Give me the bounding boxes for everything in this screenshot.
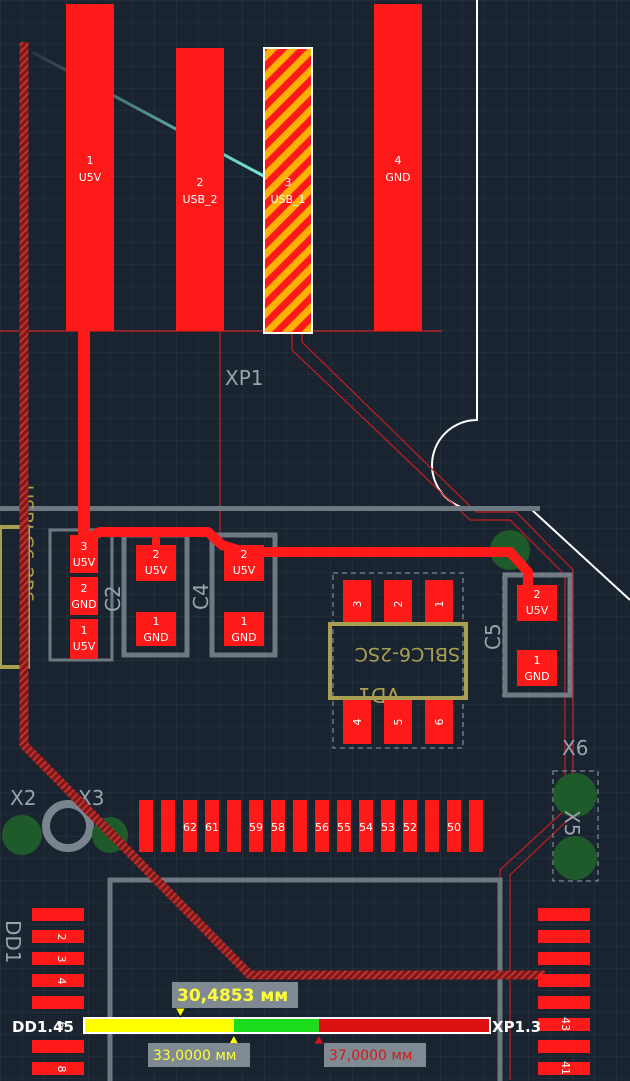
- vd1-pad-6: 6: [433, 719, 446, 726]
- label-part-vd1: SBLC6-2SC: [355, 643, 460, 665]
- c3-pad-1-net: GND: [231, 631, 256, 644]
- component-c2[interactable]: 3 U5V 2 GND 1 U5V: [70, 535, 98, 659]
- c2-pad-1-num: 1: [81, 624, 88, 637]
- xp1-pad-4-num: 4: [395, 154, 402, 167]
- c4-pad-1-num: 1: [153, 615, 160, 628]
- xp1-pad-3-selected[interactable]: [263, 47, 313, 334]
- pin-56: 56: [315, 821, 329, 834]
- c5-pad-2[interactable]: [517, 585, 557, 621]
- pin-50: 50: [447, 821, 461, 834]
- c2-pad-2-net: GND: [71, 598, 96, 611]
- c3-pad-1[interactable]: [224, 612, 264, 646]
- pin-8: 8: [55, 1066, 68, 1073]
- pin-53: 53: [381, 821, 395, 834]
- label-c5: C5: [481, 623, 505, 650]
- component-c4[interactable]: 2 U5V 1 GND: [136, 545, 176, 646]
- pin-59: 59: [249, 821, 263, 834]
- meter-bar-long: [318, 1019, 489, 1032]
- c3-pad-2-num: 2: [241, 548, 248, 561]
- max-marker: [313, 1033, 325, 1045]
- xp1-pad-4[interactable]: [374, 4, 422, 331]
- pin-55: 55: [337, 821, 351, 834]
- pin-54: 54: [359, 821, 373, 834]
- c4-pad-1[interactable]: [136, 612, 176, 646]
- c2-pad-2[interactable]: [70, 577, 98, 615]
- label-x5: X5: [560, 810, 584, 836]
- pin-4: 4: [55, 978, 68, 985]
- c3-pad-2-net: U5V: [233, 564, 256, 577]
- c2-pad-1[interactable]: [70, 619, 98, 659]
- c5-pad-1[interactable]: [517, 650, 557, 686]
- meter-bar-ok: [233, 1019, 319, 1032]
- pin-2: 2: [55, 934, 68, 941]
- label-x6: X6: [562, 736, 588, 760]
- current-length-value: 30,4853 мм: [177, 986, 288, 1006]
- c5-pad-1-num: 1: [534, 654, 541, 667]
- meter-to-label: XP1.3: [492, 1018, 541, 1036]
- pin-52: 52: [403, 821, 417, 834]
- ic-right-pin-labels: 43 41: [559, 1017, 572, 1075]
- label-c2: C2: [101, 585, 125, 612]
- pin-43: 43: [559, 1017, 572, 1031]
- min-length-value: 33,0000 мм: [153, 1048, 236, 1064]
- vd1-pad-4: 4: [351, 719, 364, 726]
- xp1-pad-2-net: USB_2: [182, 193, 217, 206]
- label-xp1: XP1: [225, 366, 264, 390]
- xp1-pad-1[interactable]: [66, 4, 114, 331]
- label-x2: X2: [10, 786, 36, 810]
- c4-pad-1-net: GND: [143, 631, 168, 644]
- c4-pad-2[interactable]: [136, 545, 176, 581]
- c3-pad-2[interactable]: [224, 545, 264, 581]
- c2-pad-3-net: U5V: [73, 556, 96, 569]
- max-length-value: 37,0000 мм: [329, 1048, 412, 1064]
- meter-from-label: DD1.45: [12, 1018, 74, 1036]
- c3-pad-1-num: 1: [241, 615, 248, 628]
- pin-41: 41: [559, 1061, 572, 1075]
- xp1-pad-1-num: 1: [87, 154, 94, 167]
- c2-pad-1-net: U5V: [73, 640, 96, 653]
- label-c4: C4: [189, 583, 213, 610]
- vd1-pad-3: 3: [351, 601, 364, 608]
- vd1-pad-2: 2: [392, 601, 405, 608]
- c2-pad-3[interactable]: [70, 535, 98, 573]
- ic-left-pins[interactable]: [32, 908, 84, 1075]
- c4-pad-2-net: U5V: [145, 564, 168, 577]
- vd1-pad-5: 5: [392, 719, 405, 726]
- xp1-pad-2-num: 2: [197, 176, 204, 189]
- component-c3[interactable]: 2 U5V 1 GND: [224, 545, 264, 646]
- c5-pad-2-num: 2: [534, 588, 541, 601]
- pin-61: 61: [205, 821, 219, 834]
- pin-62: 62: [183, 821, 197, 834]
- component-vd1[interactable]: 3 2 1 4 5 6: [343, 580, 453, 744]
- silkscreen-outlines: [0, 506, 599, 1081]
- c4-pad-2-num: 2: [153, 548, 160, 561]
- ic-top-pin-labels: 62 61 59 58 56 55 54 53 52 50: [183, 821, 461, 834]
- vd1-pad-1: 1: [433, 601, 446, 608]
- selected-trace[interactable]: [19, 42, 545, 980]
- c5-pad-1-net: GND: [524, 670, 549, 683]
- c2-pad-3-num: 3: [81, 540, 88, 553]
- xp1-pad-4-net: GND: [385, 171, 410, 184]
- c5-pad-2-net: U5V: [526, 604, 549, 617]
- xp1-pad-2[interactable]: [176, 48, 224, 331]
- length-meter: DD1.45 XP1.3 30,4853 мм 33,0000 мм 37,00…: [12, 982, 541, 1067]
- component-c5[interactable]: 2 U5V 1 GND: [517, 585, 557, 686]
- xp1-pad-3-net: USB_1: [270, 193, 305, 206]
- pin-58: 58: [271, 821, 285, 834]
- ic-right-pins[interactable]: [538, 908, 590, 1075]
- xp1-pad-1-net: U5V: [79, 171, 102, 184]
- pin-6: 6: [55, 1022, 68, 1029]
- xp1-pad-3-num: 3: [285, 176, 292, 189]
- meter-bar-short: [85, 1019, 234, 1032]
- ic-left-pin-labels: 2 3 4 6 8: [55, 934, 68, 1073]
- label-dd1: DD1: [1, 920, 25, 964]
- connector-xp1[interactable]: 1 U5V 2 USB_2 3 USB_1 4 GND: [66, 4, 422, 334]
- c2-pad-2-num: 2: [81, 582, 88, 595]
- pin-3: 3: [55, 956, 68, 963]
- ic-top-pins[interactable]: [139, 800, 483, 852]
